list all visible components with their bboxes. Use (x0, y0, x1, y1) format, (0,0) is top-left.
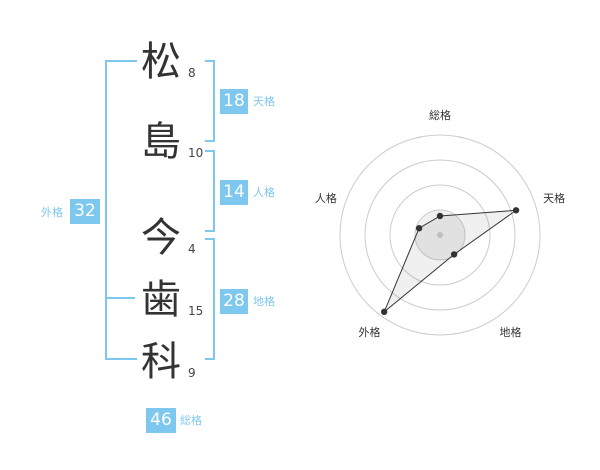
name-char-5: 科 (141, 339, 181, 385)
radar-ring-2 (389, 184, 491, 286)
tenkaku-score: 18 (220, 89, 248, 114)
chikaku-label: 地格 (253, 295, 275, 308)
gaikaku-label: 外格 (41, 206, 63, 219)
radar-ring-1 (414, 209, 466, 261)
radar-axis-label-4: 外格 (358, 325, 380, 339)
stroke-count-5: 9 (188, 366, 196, 380)
radar-point-1 (436, 212, 444, 220)
stroke-count-1: 8 (188, 66, 196, 80)
radar-point-3 (450, 251, 458, 258)
radar-axis-label-3: 地格 (500, 325, 522, 339)
tenkaku-bracket (205, 60, 215, 142)
chikaku-bracket (205, 238, 215, 360)
gaikaku-score: 32 (70, 199, 100, 224)
gaikaku-bracket-tick (105, 297, 135, 299)
radar-ring-3 (364, 159, 516, 311)
name-char-2: 島 (141, 119, 181, 165)
gaikaku-bracket (105, 60, 137, 360)
name-char-4: 歯 (141, 277, 181, 323)
radar-axis-label-5: 人格 (315, 191, 337, 205)
jinkaku-bracket (205, 150, 215, 232)
stroke-count-3: 4 (188, 242, 196, 256)
jinkaku-score: 14 (220, 180, 248, 205)
radar-point-2 (512, 207, 520, 214)
stroke-count-2: 10 (188, 146, 204, 160)
radar-polygon (383, 209, 518, 313)
stroke-count-4: 15 (188, 304, 204, 318)
radar-point-4 (380, 308, 388, 316)
name-char-1: 松 (141, 39, 181, 85)
radar-ring-4 (339, 134, 541, 336)
radar-point-5 (415, 225, 423, 232)
radar-center (437, 232, 443, 238)
soukaku-label: 総格 (180, 414, 202, 427)
radar-axis-label-2: 天格 (543, 191, 565, 205)
radar-axis-label-1: 総格 (429, 108, 451, 122)
jinkaku-label: 人格 (253, 186, 275, 199)
chikaku-score: 28 (220, 289, 248, 314)
soukaku-score: 46 (146, 408, 176, 433)
tenkaku-label: 天格 (253, 95, 275, 108)
name-char-3: 今 (141, 215, 181, 261)
